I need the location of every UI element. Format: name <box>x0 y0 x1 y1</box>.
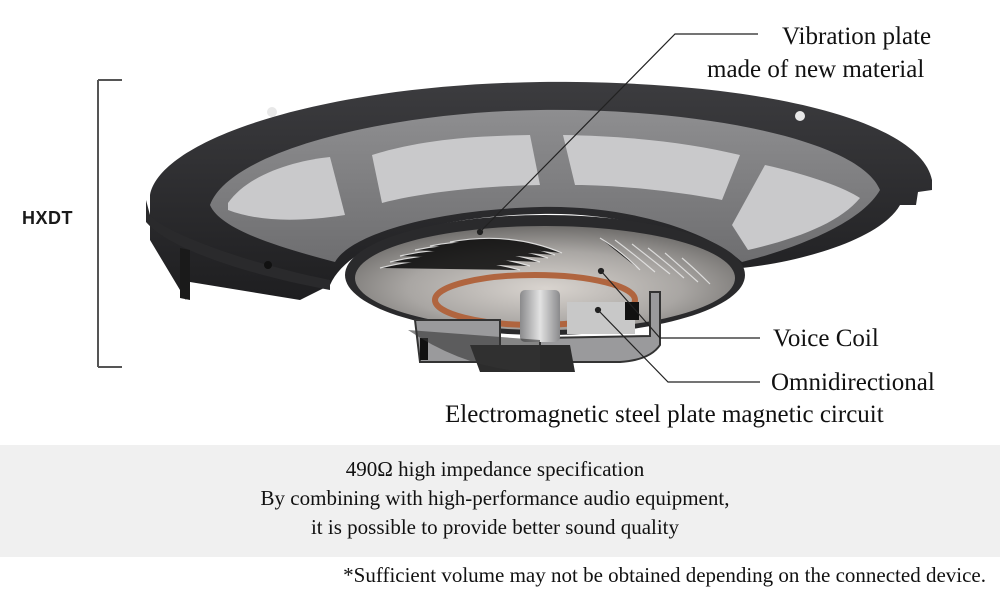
spec-line-quality: it is possible to provide better sound q… <box>310 515 680 539</box>
magnetic-circuit-label-line2: Electromagnetic steel plate magnetic cir… <box>445 401 884 428</box>
vibration-plate <box>345 215 745 335</box>
spec-line-impedance: 490Ω high impedance specification <box>345 457 645 481</box>
magnetic-circuit <box>408 290 661 372</box>
vibration-plate-label-line1: Vibration plate <box>782 23 932 50</box>
callout-lines <box>476 33 760 383</box>
spec-band <box>0 445 1000 557</box>
acoustic-mesh <box>210 109 880 263</box>
brand-label: HXDT <box>22 208 73 228</box>
speaker-driver-illustration <box>97 33 932 383</box>
vibration-plate-label-line2: made of new material <box>707 56 925 83</box>
voice-coil-label: Voice Coil <box>773 325 879 352</box>
magnetic-circuit-label-line1: Omnidirectional <box>771 369 935 396</box>
height-bracket <box>97 79 122 368</box>
footnote: *Sufficient volume may not be obtained d… <box>343 563 986 587</box>
spec-text: 490Ω high impedance specification By com… <box>0 455 990 542</box>
spec-line-equipment: By combining with high-performance audio… <box>260 486 730 510</box>
